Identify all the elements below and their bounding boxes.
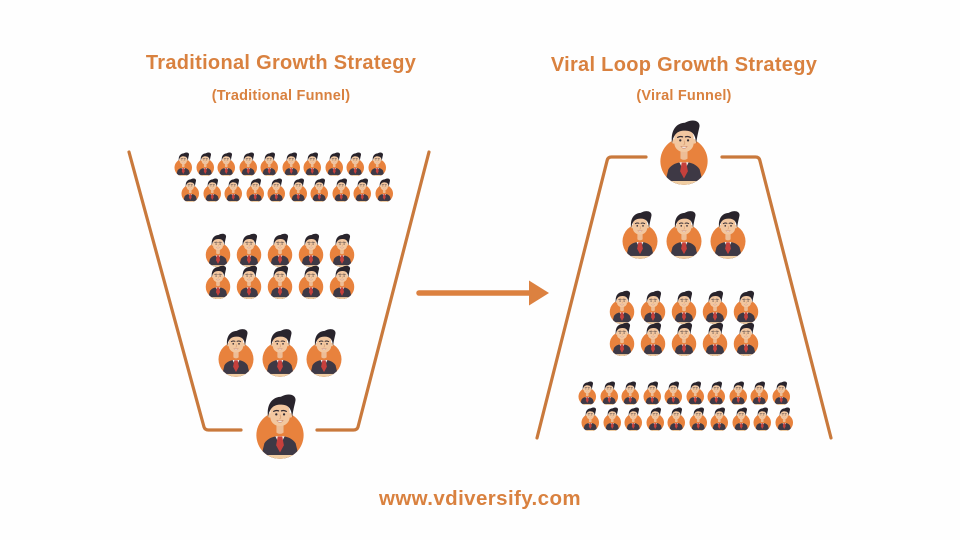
person-icon	[657, 119, 711, 185]
person-icon	[685, 381, 705, 405]
person-icon	[216, 152, 236, 176]
person-row	[620, 210, 748, 259]
person-icon	[345, 152, 365, 176]
person-icon	[297, 233, 325, 267]
person-row	[608, 322, 760, 356]
right-panel-subtitle: (Viral Funnel)	[636, 88, 732, 104]
person-icon	[577, 381, 597, 405]
person-icon	[666, 407, 686, 431]
person-icon	[204, 233, 232, 267]
person-icon	[204, 265, 232, 299]
person-icon	[732, 290, 760, 324]
person-icon	[216, 328, 256, 377]
left-panel-subtitle: (Traditional Funnel)	[211, 88, 351, 104]
person-icon	[688, 407, 708, 431]
person-icon	[580, 407, 600, 431]
person-icon	[771, 381, 791, 405]
person-icon	[266, 178, 286, 202]
person-icon	[245, 178, 265, 202]
person-row	[608, 290, 760, 324]
person-row	[577, 381, 791, 405]
person-icon	[235, 233, 263, 267]
right-funnel-left-wall	[535, 155, 648, 440]
person-icon	[728, 381, 748, 405]
left-funnel-right-wall	[315, 150, 431, 432]
person-icon	[664, 210, 704, 259]
person-icon	[260, 328, 300, 377]
person-icon	[670, 290, 698, 324]
person-icon	[266, 233, 294, 267]
person-icon	[774, 407, 794, 431]
person-icon	[663, 381, 683, 405]
person-icon	[701, 322, 729, 356]
person-icon	[180, 178, 200, 202]
person-icon	[620, 381, 640, 405]
person-icon	[752, 407, 772, 431]
left-funnel-outline	[127, 150, 431, 432]
person-icon	[645, 407, 665, 431]
person-icon	[304, 328, 344, 377]
person-icon	[309, 178, 329, 202]
person-icon	[328, 233, 356, 267]
person-icon	[608, 322, 636, 356]
person-icon	[602, 407, 622, 431]
person-icon	[331, 178, 351, 202]
right-arrow-icon	[416, 280, 549, 306]
person-icon	[223, 178, 243, 202]
person-icon	[642, 381, 662, 405]
right-funnel-right-wall	[720, 155, 833, 440]
person-row	[204, 233, 356, 267]
person-icon	[281, 152, 301, 176]
person-icon	[374, 178, 394, 202]
person-icon	[288, 178, 308, 202]
person-icon	[238, 152, 258, 176]
left-panel-title: Traditional Growth Strategy	[145, 52, 417, 74]
person-icon	[639, 290, 667, 324]
person-icon	[352, 178, 372, 202]
person-icon	[328, 265, 356, 299]
person-icon	[235, 265, 263, 299]
website-url: www.vdiversify.com	[378, 487, 582, 510]
person-row	[180, 178, 394, 202]
person-icon	[670, 322, 698, 356]
person-icon	[297, 265, 325, 299]
person-row	[657, 119, 711, 185]
person-icon	[623, 407, 643, 431]
person-icon	[173, 152, 193, 176]
right-funnel-outline	[535, 155, 833, 440]
person-icon	[706, 381, 726, 405]
person-icon	[709, 407, 729, 431]
person-icon	[731, 407, 751, 431]
person-icon	[749, 381, 769, 405]
person-icon	[266, 265, 294, 299]
person-icon	[701, 290, 729, 324]
person-icon	[253, 393, 307, 459]
person-icon	[599, 381, 619, 405]
person-icon	[202, 178, 222, 202]
person-icon	[367, 152, 387, 176]
right-panel-title: Viral Loop Growth Strategy	[550, 54, 818, 76]
person-icon	[195, 152, 215, 176]
person-row	[204, 265, 356, 299]
person-row	[253, 393, 307, 459]
person-icon	[324, 152, 344, 176]
person-row	[580, 407, 794, 431]
left-funnel-left-wall	[127, 150, 243, 432]
person-row	[173, 152, 387, 176]
person-icon	[620, 210, 660, 259]
person-icon	[732, 322, 760, 356]
person-icon	[302, 152, 322, 176]
person-icon	[708, 210, 748, 259]
person-icon	[259, 152, 279, 176]
person-icon	[608, 290, 636, 324]
person-icon	[639, 322, 667, 356]
person-row	[216, 328, 344, 377]
